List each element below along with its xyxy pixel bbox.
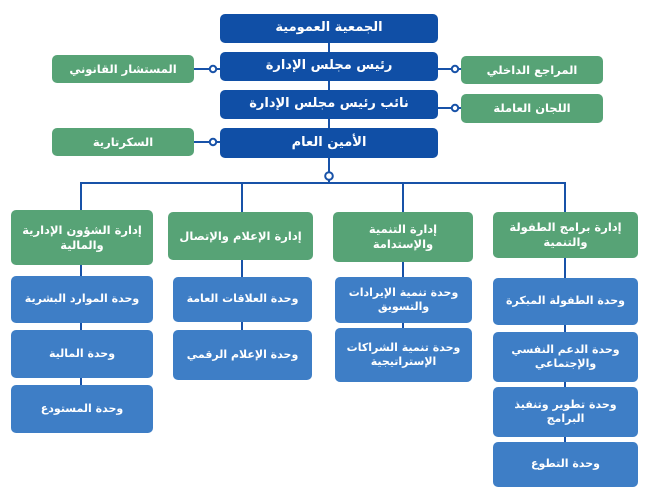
- unit-finance: وحدة المالية: [11, 330, 153, 378]
- node-board-chairman: رئيس مجلس الإدارة: [220, 52, 438, 81]
- unit-early-childhood: وحدة الطفولة المبكرة: [493, 278, 638, 325]
- node-general-assembly: الجمعية العمومية: [220, 14, 438, 43]
- unit-strategic-partnerships: وحدة تنمية الشراكات الإستراتيجية: [335, 328, 472, 382]
- connector-ring: [208, 64, 218, 74]
- unit-human-resources: وحدة الموارد البشرية: [11, 276, 153, 323]
- dept-media-communication: إدارة الإعلام والإتصال: [168, 212, 313, 260]
- node-secretary-general: الأمين العام: [220, 128, 438, 158]
- unit-psychosocial-support: وحدة الدعم النفسي والإجتماعي: [493, 332, 638, 382]
- node-working-committees: اللجان العاملة: [461, 94, 603, 123]
- connector-ring: [450, 103, 460, 113]
- dept-childhood-programs: إدارة برامج الطفولة والتنمية: [493, 212, 638, 258]
- dept-development-sustainability: إدارة التنمية والإستدامة: [333, 212, 473, 262]
- unit-public-relations: وحدة العلاقات العامة: [173, 277, 312, 322]
- unit-program-development: وحدة تطوير وتنفيذ البرامج: [493, 387, 638, 437]
- node-vice-chairman: نائب رئيس مجلس الإدارة: [220, 90, 438, 119]
- unit-warehouse: وحدة المستودع: [11, 385, 153, 433]
- unit-digital-media: وحدة الإعلام الرقمي: [173, 330, 312, 380]
- connector-ring: [450, 64, 460, 74]
- unit-revenue-marketing: وحدة تنمية الإيرادات والتسويق: [335, 277, 472, 323]
- connector-hub-ring: [324, 171, 334, 181]
- node-internal-auditor: المراجع الداخلي: [461, 56, 603, 84]
- unit-volunteering: وحدة التطوع: [493, 442, 638, 487]
- dept-admin-financial-affairs: إدارة الشؤون الإدارية والمالية: [11, 210, 153, 265]
- node-secretariat: السكرتارية: [52, 128, 194, 156]
- connector-ring: [208, 137, 218, 147]
- node-legal-advisor: المستشار القانوني: [52, 55, 194, 83]
